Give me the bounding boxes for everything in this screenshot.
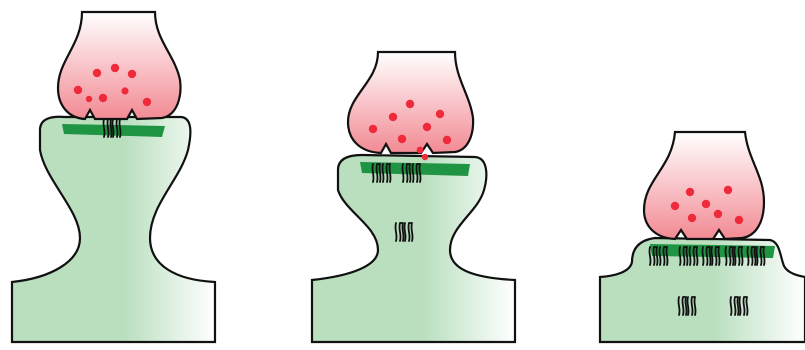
presynaptic-terminal xyxy=(58,12,180,119)
panel-3 xyxy=(600,132,805,342)
postsynaptic-spine xyxy=(12,117,215,342)
panel-2 xyxy=(312,52,515,342)
postsynaptic-spine xyxy=(312,155,515,342)
presynaptic-terminal xyxy=(644,132,764,239)
panel-1 xyxy=(12,12,215,342)
